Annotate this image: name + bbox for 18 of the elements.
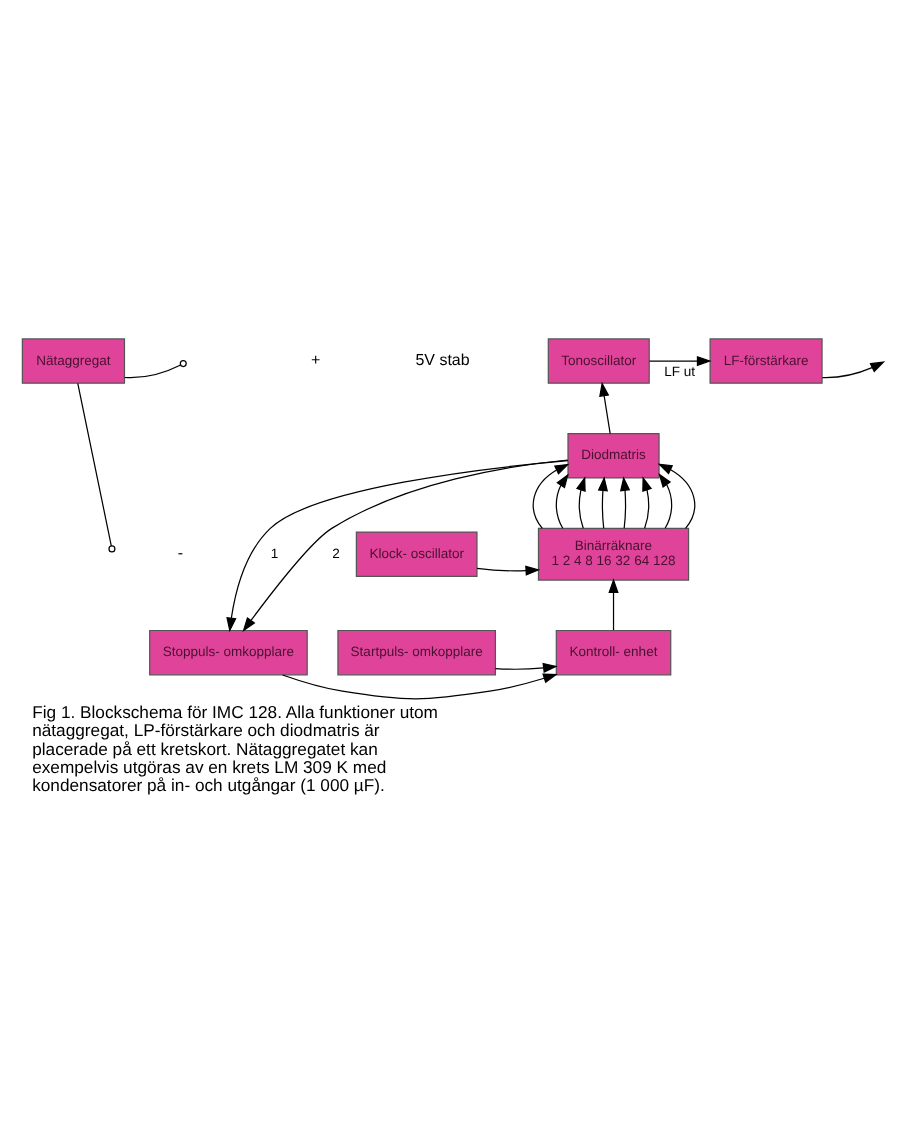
arrow — [658, 471, 673, 528]
connector — [77, 381, 112, 546]
arrow — [642, 475, 653, 528]
arrow — [608, 577, 619, 630]
arrow — [555, 472, 569, 528]
arrow — [476, 564, 541, 575]
arrow — [619, 475, 631, 528]
arrow — [494, 661, 558, 673]
arrow — [597, 475, 608, 528]
arrow — [648, 354, 712, 366]
connector — [124, 363, 182, 378]
arrow — [282, 672, 558, 699]
arrow — [599, 380, 611, 434]
arrow — [532, 462, 570, 528]
arrow — [821, 360, 886, 378]
caption: Fig 1. Blockschema för IMC 128. Alla funktioner utom nätaggregat, LP-förstärkare och diodmatris är placerade på ett kretskort. Nätaggregatet kan exempelvis utgöras av en krets LM 309 K med kondensatorer på in- och utgångar (1 000 µF). — [32, 700, 438, 795]
arrow — [657, 462, 696, 528]
arrow — [575, 475, 586, 528]
